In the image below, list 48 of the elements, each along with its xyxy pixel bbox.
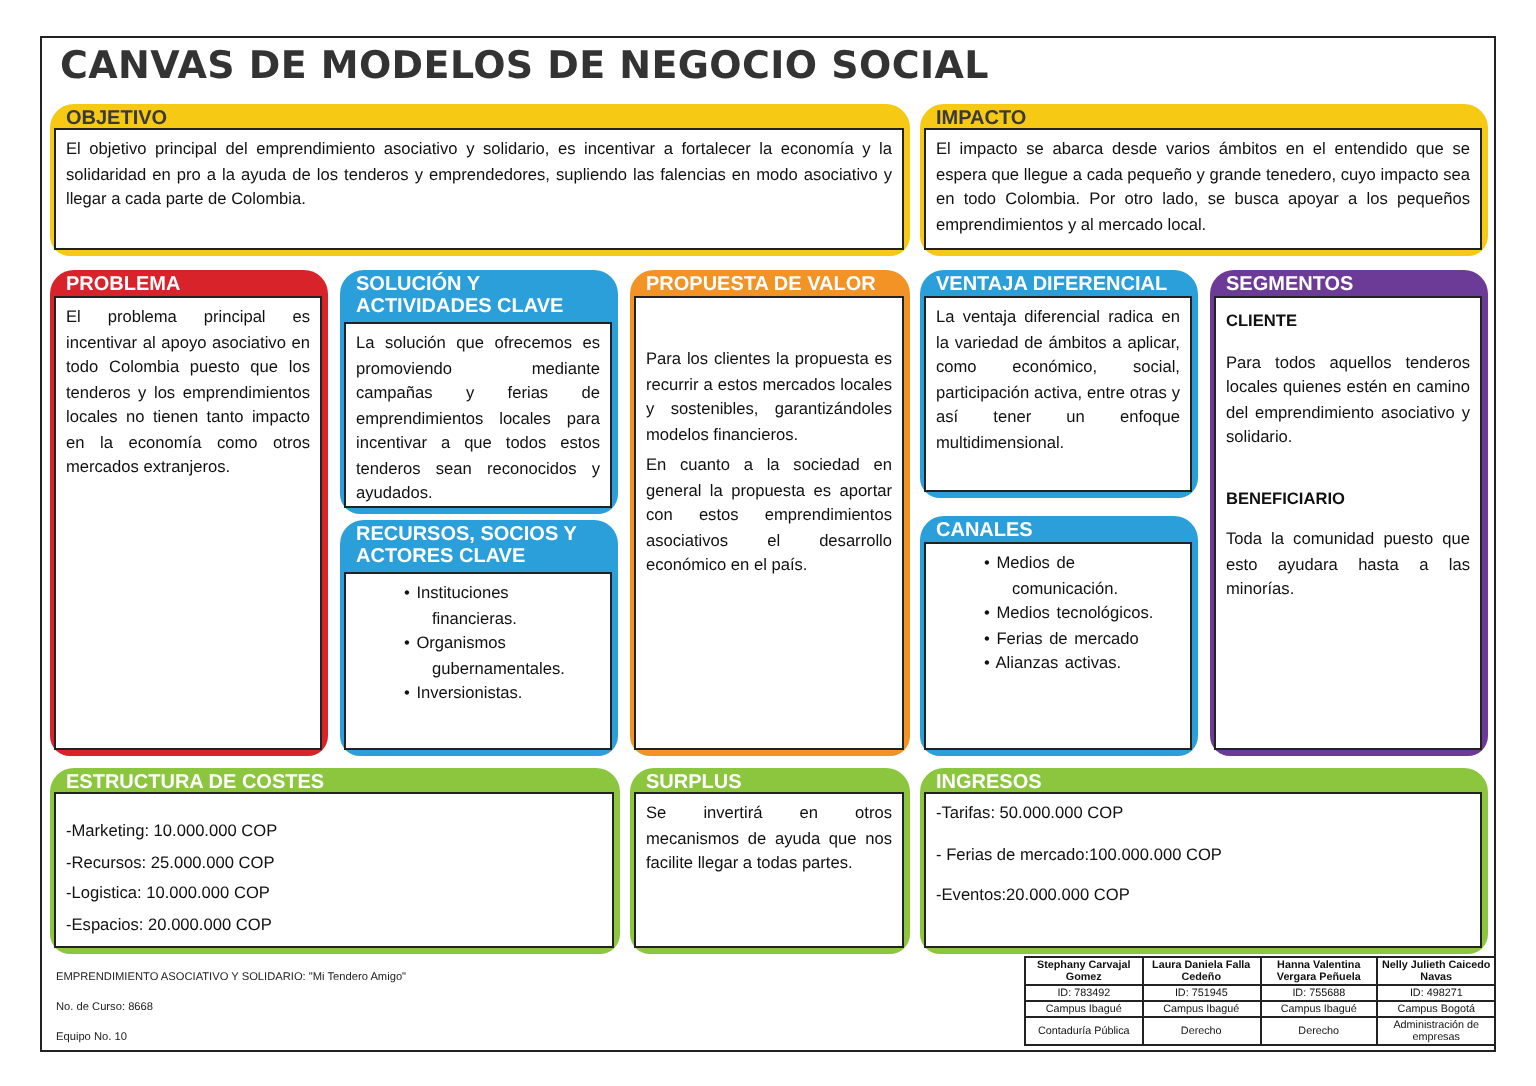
section-heading: SEGMENTOS — [1226, 274, 1356, 296]
list-item: • Alianzas activas. — [984, 650, 1124, 675]
list-item: • Medios de comunicación. — [984, 550, 1121, 600]
section-heading: PROPUESTA DE VALOR — [646, 274, 878, 296]
subheading: CLIENTE — [1226, 308, 1299, 333]
section-heading: SURPLUS — [646, 772, 744, 794]
section-heading: SOLUCIÓN Y ACTIVIDADES CLAVE — [356, 274, 566, 318]
body-text: Toda la comunidad puesto que esto ayudara hasta a las minorías. — [1226, 526, 1470, 601]
section-card — [630, 768, 910, 954]
section-card — [50, 768, 620, 954]
body-text: -Tarifas: 50.000.000 COP — [936, 800, 1126, 825]
list-item: • Medios tecnológicos. — [984, 600, 1156, 625]
section-heading: VENTAJA DIFERENCIAL — [936, 274, 1170, 296]
list-item: • Organismos gubernamentales. — [404, 630, 567, 680]
list-item: • Instituciones financieras. — [404, 580, 519, 630]
body-text: La solución que ofrecemos es promoviendo mediante campañas y ferias de emprendimientos locales para incentivar a que todos estos tenderos sean reconocidos y ayudados. — [356, 330, 600, 505]
section-heading: PROBLEMA — [66, 274, 183, 296]
body-text: El impacto se abarca desde varios ámbitos en el entendido que se espera que llegue a cada pequeño y grande tenedero, cuyo impacto sea en todo Colombia. Por otro lado, se busca apoyar a los pequeños emprendimientos y al mercado local. — [936, 136, 1470, 236]
section-heading: INGRESOS — [936, 772, 1044, 794]
section-card — [920, 104, 1488, 256]
body-text: -Recursos: 25.000.000 COP — [66, 849, 277, 874]
section-card — [340, 270, 618, 514]
section-heading: ESTRUCTURA DE COSTES — [66, 772, 327, 794]
body-text: -Logistica: 10.000.000 COP — [66, 880, 272, 905]
body-text: Para los clientes la propuesta es recurrir a estos mercados locales y sostenibles, garantizándoles modelos financieros. — [646, 346, 892, 446]
title: CANVAS DE MODELOS DE NEGOCIO SOCIAL — [60, 44, 989, 88]
section-heading: RECURSOS, SOCIOS Y ACTORES CLAVE — [356, 524, 579, 568]
section-card — [50, 104, 910, 256]
body-text: En cuanto a la sociedad en general la propuesta es aportar con estos emprendimientos asociativos el desarrollo económico en el país. — [646, 452, 892, 577]
section-heading: OBJETIVO — [66, 108, 170, 130]
body-text: Se invertirá en otros mecanismos de ayuda que nos facilite llegar a todas partes. — [646, 800, 892, 875]
body-text: -Marketing: 10.000.000 COP — [66, 818, 280, 843]
body-text: Para todos aquellos tenderos locales quienes estén en camino del emprendimiento asociativo y solidario. — [1226, 349, 1470, 449]
body-text: -Eventos:20.000.000 COP — [936, 882, 1132, 907]
list-item: • Inversionistas. — [404, 680, 525, 705]
section-heading: CANALES — [936, 520, 1035, 542]
section-card — [920, 516, 1198, 756]
section-card — [920, 270, 1198, 498]
section-heading: IMPACTO — [936, 108, 1029, 130]
list-item: • Ferias de mercado — [984, 625, 1141, 650]
body-text: - Ferias de mercado:100.000.000 COP — [936, 841, 1224, 866]
section-card — [340, 520, 618, 756]
body-text: La ventaja diferencial radica en la variedad de ámbitos a aplicar, como económico, social, participación activa, entre otras y así tener un enfoque multidimensional. — [936, 304, 1180, 454]
subheading: BENEFICIARIO — [1226, 485, 1347, 510]
body-text: El problema principal es incentivar al apoyo asociativo en todo Colombia puesto que los tenderos y los emprendimientos locales no tienen tanto impacto en la economía como otros mercados extranjeros. — [66, 304, 310, 479]
body-text: -Espacios: 20.000.000 COP — [66, 911, 274, 936]
section-card — [920, 768, 1488, 954]
body-text: El objetivo principal del emprendimiento asociativo y solidario, es incentivar a fortalecer la economía y la solidaridad en pro a la ayuda de los tenderos y emprendedores, supliendo las falencias en modo asociativo y llegar a cada parte de Colombia. — [66, 136, 892, 211]
